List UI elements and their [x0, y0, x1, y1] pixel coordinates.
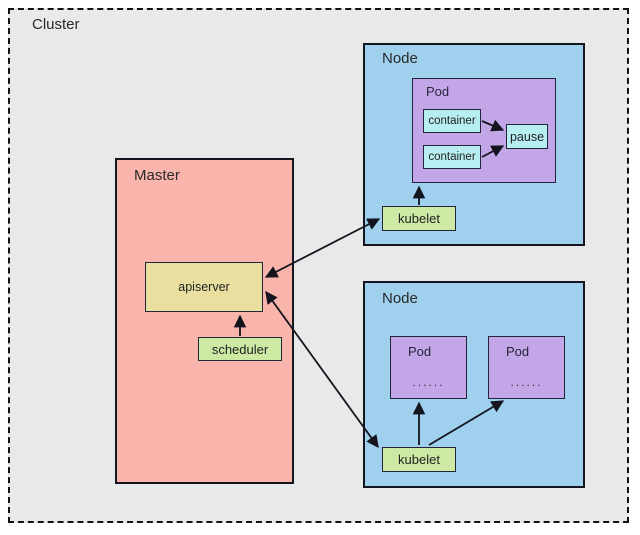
- kubelet-bottom-label: kubelet: [398, 452, 440, 467]
- pod-bottom-1-label: Pod: [408, 344, 432, 359]
- kubelet-bottom-box: kubelet: [382, 447, 456, 472]
- apiserver-label: apiserver: [178, 280, 230, 294]
- pod-top-label: Pod: [426, 84, 450, 99]
- apiserver-box: apiserver: [145, 262, 263, 312]
- scheduler-label: scheduler: [211, 341, 269, 357]
- pause-box: pause: [506, 124, 548, 149]
- pod-bottom-2-box: Pod ......: [488, 336, 565, 399]
- node-top-label: Node: [382, 50, 418, 67]
- kubelet-top-box: kubelet: [382, 206, 456, 231]
- master-label: Master: [134, 167, 180, 184]
- cluster-label: Cluster: [32, 16, 80, 33]
- container-2-label: container: [428, 151, 476, 163]
- container-1-label: container: [428, 115, 476, 127]
- scheduler-box: scheduler: [198, 337, 282, 361]
- pod-bottom-2-label: Pod: [506, 344, 530, 359]
- node-bottom-label: Node: [382, 290, 418, 307]
- pause-label: pause: [509, 129, 545, 144]
- pod-bottom-1-box: Pod ......: [390, 336, 467, 399]
- pod-bottom-2-dots: ......: [510, 375, 543, 389]
- container-1-box: container: [423, 109, 481, 133]
- master-box: Master: [115, 158, 294, 484]
- pod-bottom-1-dots: ......: [412, 375, 445, 389]
- container-2-box: container: [423, 145, 481, 169]
- kubelet-top-label: kubelet: [398, 211, 440, 226]
